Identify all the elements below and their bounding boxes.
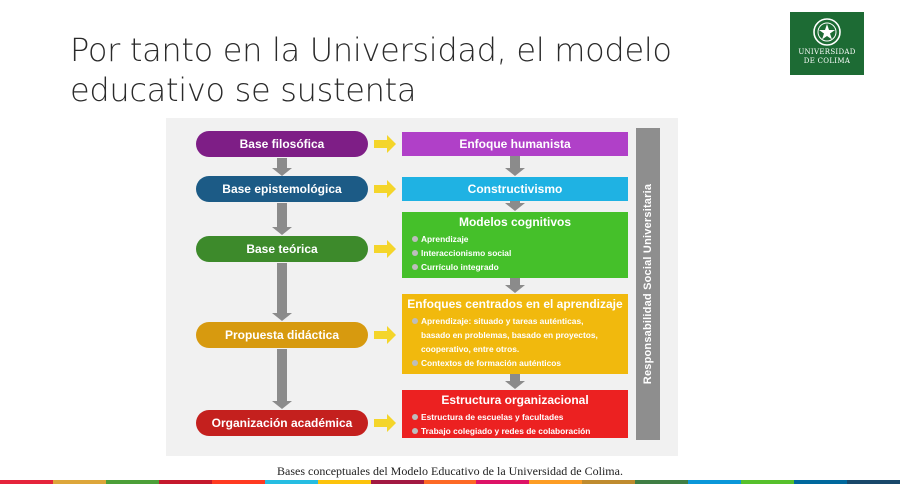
pill-down-arrow-icon: [272, 158, 292, 176]
strip-segment: [52, 480, 106, 484]
pill-label: Base epistemológica: [222, 182, 342, 196]
constructivismo-box: Constructivismo: [402, 177, 628, 201]
strip-segment: [529, 480, 583, 484]
strip-segment: [264, 480, 318, 484]
strip-segment: [635, 480, 689, 484]
strip-segment: [741, 480, 795, 484]
strip-segment: [847, 480, 900, 484]
strip-segment: [794, 480, 847, 484]
propuesta-didactica-pill: Propuesta didáctica: [196, 322, 368, 348]
yellow-right-arrow-icon: [374, 135, 396, 153]
box-item-list: Estructura de escuelas y facultades Trab…: [402, 410, 628, 438]
strip-segment: [211, 480, 265, 484]
list-item: Estructura de escuelas y facultades: [412, 410, 624, 424]
box-down-arrow-icon: [505, 278, 525, 293]
base-teorica-pill: Base teórica: [196, 236, 368, 262]
enfoques-centrados-box: Enfoques centrados en el aprendizaje Apr…: [402, 294, 628, 374]
slide-title-line2: educativo se sustenta: [70, 71, 417, 109]
strip-segment: [370, 480, 424, 484]
box-item-list: Aprendizaje: situado y tareas auténticas…: [402, 314, 628, 370]
box-title: Enfoques centrados en el aprendizaje: [407, 297, 623, 311]
list-item-line: basado en problemas, basado en proyectos…: [421, 330, 598, 340]
pill-down-arrow-icon: [272, 203, 292, 235]
modelos-cognitivos-box: Modelos cognitivos Aprendizaje Interacci…: [402, 212, 628, 278]
figure-caption: Bases conceptuales del Modelo Educativo …: [277, 464, 623, 478]
strip-segment: [0, 480, 53, 484]
yellow-right-arrow-icon: [374, 240, 396, 258]
conceptual-diagram: Base filosófica Base epistemológica Base…: [166, 118, 678, 456]
university-logo: UNIVERSIDAD DE COLIMA: [790, 12, 864, 75]
base-filosofica-pill: Base filosófica: [196, 131, 368, 157]
strip-segment: [317, 480, 371, 484]
diagram-connectors: [272, 135, 525, 432]
color-strip: [0, 480, 900, 484]
responsabilidad-social-bar: Responsabilidad Social Universitaria: [636, 128, 660, 440]
organizacion-academica-pill: Organización académica: [196, 410, 368, 436]
strip-segment: [582, 480, 636, 484]
pill-label: Base filosófica: [239, 137, 325, 151]
enfoque-humanista-box: Enfoque humanista: [402, 132, 628, 156]
strip-segment: [158, 480, 212, 484]
list-item: Aprendizaje: situado y tareas auténticas…: [412, 314, 624, 356]
slide-title-line1: Por tanto en la Universidad, el modelo: [70, 31, 672, 69]
box-title: Estructura organizacional: [441, 393, 589, 407]
list-item-line: cooperativo, entre otros.: [421, 344, 520, 354]
box-title: Constructivismo: [467, 182, 563, 196]
logo-line2: DE COLIMA: [803, 57, 851, 65]
list-item: Currículo integrado: [412, 260, 624, 274]
slide-title: Por tanto en la Universidad, el modelo e…: [70, 30, 750, 110]
box-item-list: Aprendizaje Interaccionismo social Currí…: [402, 232, 628, 274]
strip-segment: [476, 480, 530, 484]
box-down-arrow-icon: [505, 374, 525, 389]
box-title: Modelos cognitivos: [458, 215, 571, 229]
pill-label: Propuesta didáctica: [224, 328, 340, 342]
base-epistemologica-pill: Base epistemológica: [196, 176, 368, 202]
strip-segment: [423, 480, 477, 484]
box-title: Enfoque humanista: [459, 137, 571, 151]
box-down-arrow-icon: [505, 156, 525, 176]
yellow-right-arrow-icon: [374, 414, 396, 432]
logo-line1: UNIVERSIDAD: [798, 48, 856, 56]
side-label: Responsabilidad Social Universitaria: [642, 183, 654, 385]
list-item: Trabajo colegiado y redes de colaboració…: [412, 424, 624, 438]
strip-segment: [105, 480, 159, 484]
yellow-right-arrow-icon: [374, 180, 396, 198]
yellow-right-arrow-icon: [374, 326, 396, 344]
pill-down-arrow-icon: [272, 263, 292, 321]
pill-label: Base teórica: [246, 242, 318, 256]
list-item: Contextos de formación auténticos: [412, 356, 624, 370]
list-item: Aprendizaje: [412, 232, 624, 246]
list-item: Interaccionismo social: [412, 246, 624, 260]
list-item-line: Aprendizaje: situado y tareas auténticas…: [421, 316, 584, 326]
strip-segment: [688, 480, 742, 484]
university-seal-icon: [813, 18, 841, 46]
pill-down-arrow-icon: [272, 349, 292, 409]
box-down-arrow-icon: [505, 201, 525, 211]
estructura-organizacional-box: Estructura organizacional Estructura de …: [402, 390, 628, 438]
pill-label: Organización académica: [211, 416, 353, 430]
